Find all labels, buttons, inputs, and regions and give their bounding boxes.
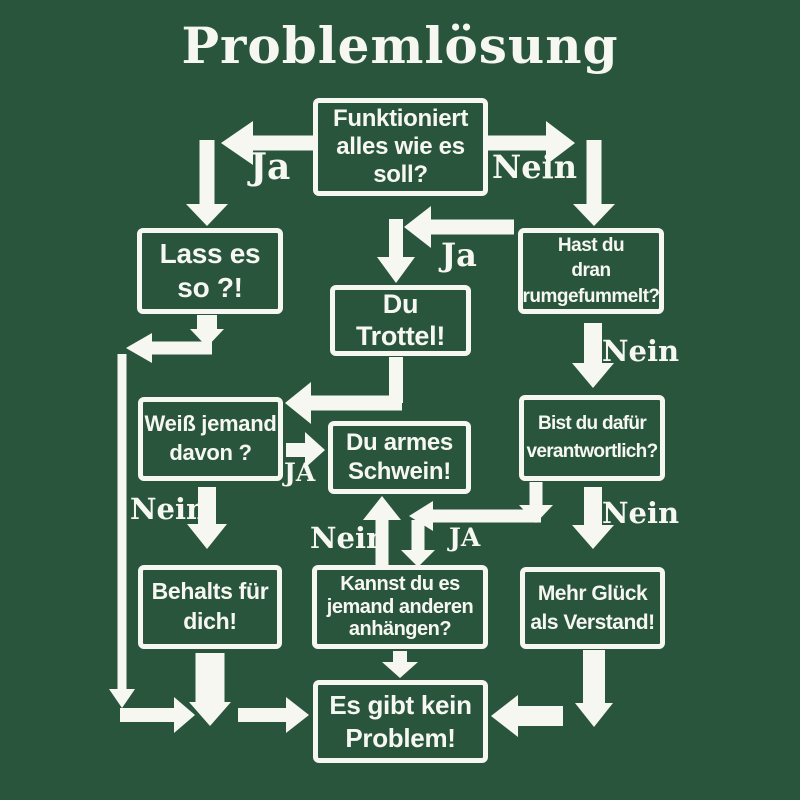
node-text-line: dran xyxy=(571,260,611,282)
node-text-line: jemand anderen xyxy=(326,595,474,618)
node-hast-du-rumgefummelt: Hast du dran rumgefummelt? xyxy=(518,228,664,314)
node-text-line: Funktioniert xyxy=(332,104,469,132)
node-text-line: davon ? xyxy=(169,440,252,465)
arrow-weiss-ja-right xyxy=(286,432,325,468)
node-text-line: Bist du dafür xyxy=(537,413,647,435)
node-text-line: soll? xyxy=(373,161,428,189)
arrow-weiss-nein-down xyxy=(187,487,227,549)
node-text-line: Kannst du es xyxy=(340,573,460,596)
node-text-line: alles wie es xyxy=(336,132,465,160)
arrow-into-esgibt-left xyxy=(491,695,563,737)
node-es-gibt-kein-problem: Es gibt kein Problem! xyxy=(313,680,488,763)
arrow-behalts-down xyxy=(189,653,231,726)
arrow-ja-left xyxy=(221,121,313,165)
node-text-line: Mehr Glück xyxy=(537,581,648,605)
node-text-line: Behalts für xyxy=(151,578,269,605)
node-text-line: Es gibt kein xyxy=(329,690,472,720)
arrow-into-trottel xyxy=(377,219,415,283)
arrow-lass-down xyxy=(190,315,224,347)
node-text-line: dich! xyxy=(183,608,237,634)
node-text-line: rumgefummelt? xyxy=(522,285,660,307)
edge-label-ja-kannst: JA xyxy=(449,523,481,552)
node-text-line: verantwortlich? xyxy=(526,441,659,462)
edge-label-nein-kannst: Nein xyxy=(310,521,388,555)
node-du-trottel: Du Trottel! xyxy=(330,285,471,356)
arrow-bist-nein-down xyxy=(572,487,614,549)
arrow-nein-right xyxy=(487,121,575,165)
node-du-armes-schwein: Du armes Schwein! xyxy=(328,421,471,494)
node-mehr-glueck: Mehr Glück als Verstand! xyxy=(520,567,665,649)
edge-label-nein-top: Nein xyxy=(492,148,578,186)
edge-label-nein-hast: Nein xyxy=(602,334,680,368)
node-weiss-jemand-davon: Weiß jemand davon ? xyxy=(138,397,283,481)
node-text-line: so ?! xyxy=(177,272,243,303)
arrow-ja-left-down xyxy=(186,140,228,226)
edge-label-nein-weiss: Nein xyxy=(130,492,208,526)
edge-label-ja-top: Ja xyxy=(250,146,291,188)
arrow-bottom-left-right xyxy=(120,697,195,733)
node-text-line: Schwein! xyxy=(348,457,451,485)
node-text-line: Trottel! xyxy=(355,320,446,351)
arrow-kannst-down xyxy=(382,651,418,678)
edge-label-ja-trottel: Ja xyxy=(441,236,477,274)
node-kannst-du-anhaengen: Kannst du es jemand anderen anhängen? xyxy=(312,565,488,649)
arrow-nein-right-down xyxy=(573,140,615,226)
node-text-line: Weiß jemand xyxy=(144,411,277,437)
arrow-hast-nein-down xyxy=(572,323,614,388)
arrow-bist-ja-horizontal xyxy=(409,501,541,531)
line-left-long-vertical xyxy=(109,354,135,708)
node-lass-es-so: Lass es so ?! xyxy=(137,228,283,314)
arrow-hast-ja-left xyxy=(404,206,514,248)
arrow-bottom-mid-right xyxy=(238,697,309,733)
node-text-line: Du xyxy=(382,289,419,320)
node-text-line: Du armes xyxy=(346,428,453,456)
node-text-line: Hast du xyxy=(557,234,625,256)
arrow-kannst-nein-up xyxy=(363,496,401,566)
arrow-ja-into-kannst xyxy=(401,520,435,567)
node-bist-du-verantwortlich: Bist du dafür verantwortlich? xyxy=(519,395,665,481)
node-funktioniert: Funktioniert alles wie es soll? xyxy=(313,98,488,196)
edge-label-ja-schwein: JA xyxy=(284,458,316,487)
node-text-line: anhängen? xyxy=(348,618,452,641)
node-text-line: Problem! xyxy=(345,722,456,753)
edge-label-nein-bist: Nein xyxy=(602,496,680,530)
page-title: Problemlösung xyxy=(181,16,619,75)
arrow-mehr-down xyxy=(575,650,613,727)
node-text-line: Lass es xyxy=(159,238,261,270)
node-text-line: als Verstand! xyxy=(530,611,655,634)
node-behalts-fuer-dich: Behalts für dich! xyxy=(138,565,282,649)
arrow-lass-left xyxy=(126,333,212,363)
arrow-trottel-to-weiss xyxy=(285,357,403,424)
